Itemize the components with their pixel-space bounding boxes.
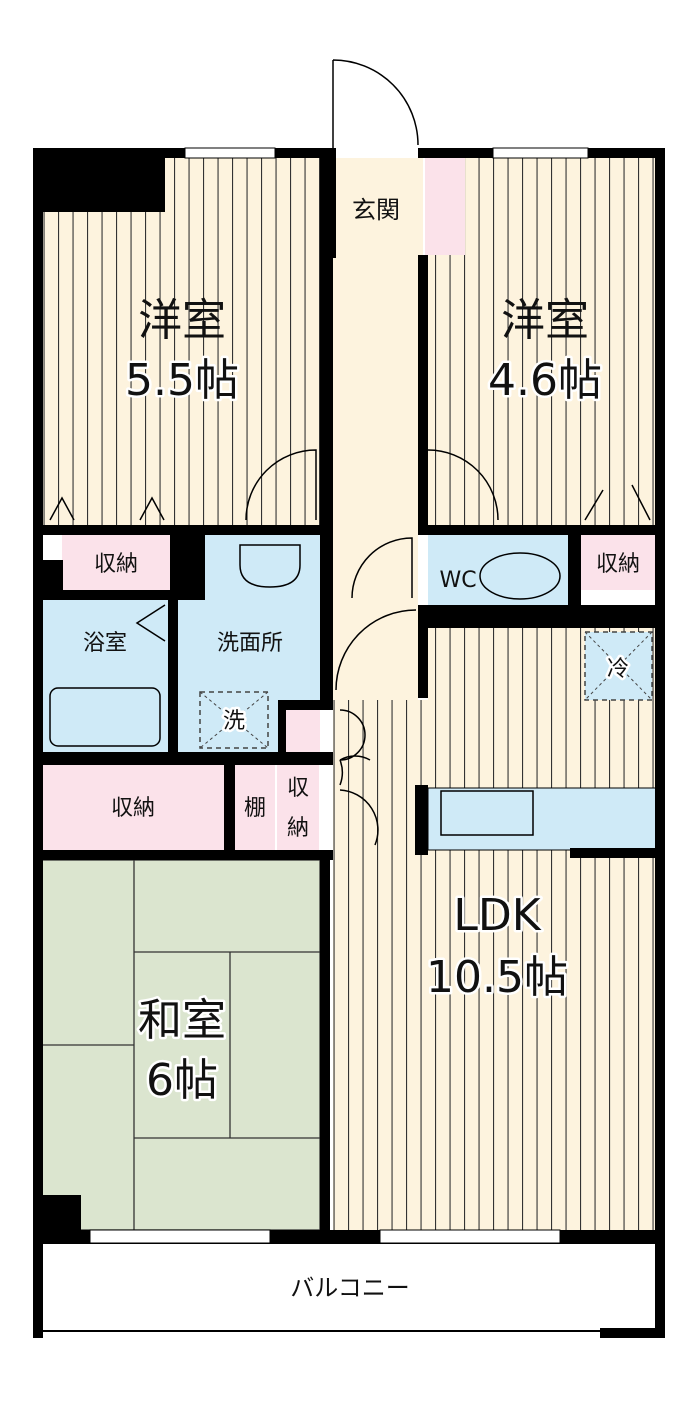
balcony [41,1242,659,1332]
entrance-label: 玄関 [352,196,400,224]
toilet-icon [479,552,561,600]
western-room-right [428,158,656,526]
storage-left-top [62,535,170,590]
shelf [235,765,275,850]
fridge-label: 冷 [607,657,629,682]
ldk-name: LDK [453,890,541,941]
entrance [333,158,423,255]
western-left-size: 5.5帖 [125,355,239,406]
storage-small [277,765,319,850]
japanese-room-size: 6帖 [146,1055,218,1106]
storage-small-label-1: 収 [287,776,309,801]
storage-mid [42,765,224,850]
storage-right-top-label: 収納 [596,552,640,577]
hallway [333,255,418,700]
balcony-label: バルコニー [290,1274,410,1302]
western-left-name: 洋室 [138,295,226,346]
entrance-storage [425,158,465,255]
washer-space [199,691,269,749]
windows [89,147,589,1244]
japanese-room-name: 和室 [138,995,226,1046]
western-right-size: 4.6帖 [488,355,602,406]
storage-mid-label: 収納 [111,796,155,821]
japanese-room [41,859,321,1231]
bathtub-icon [49,687,161,747]
small-storage [285,708,320,753]
bathroom-label: 浴室 [83,631,127,656]
sink-basin-icon [440,790,534,836]
sink-icon [239,544,301,588]
storage-left-top-label: 収納 [94,552,138,577]
shelf-label: 棚 [244,796,266,821]
doors [49,59,651,846]
storage-right-top [581,535,656,590]
wc-label: WC [439,568,476,593]
ldk-size: 10.5帖 [426,952,568,1003]
western-room-left [42,158,322,526]
washer-label: 洗 [223,709,245,734]
washroom-label: 洗面所 [217,631,283,656]
western-right-name: 洋室 [501,295,589,346]
storage-small-label-2: 納 [287,816,309,841]
